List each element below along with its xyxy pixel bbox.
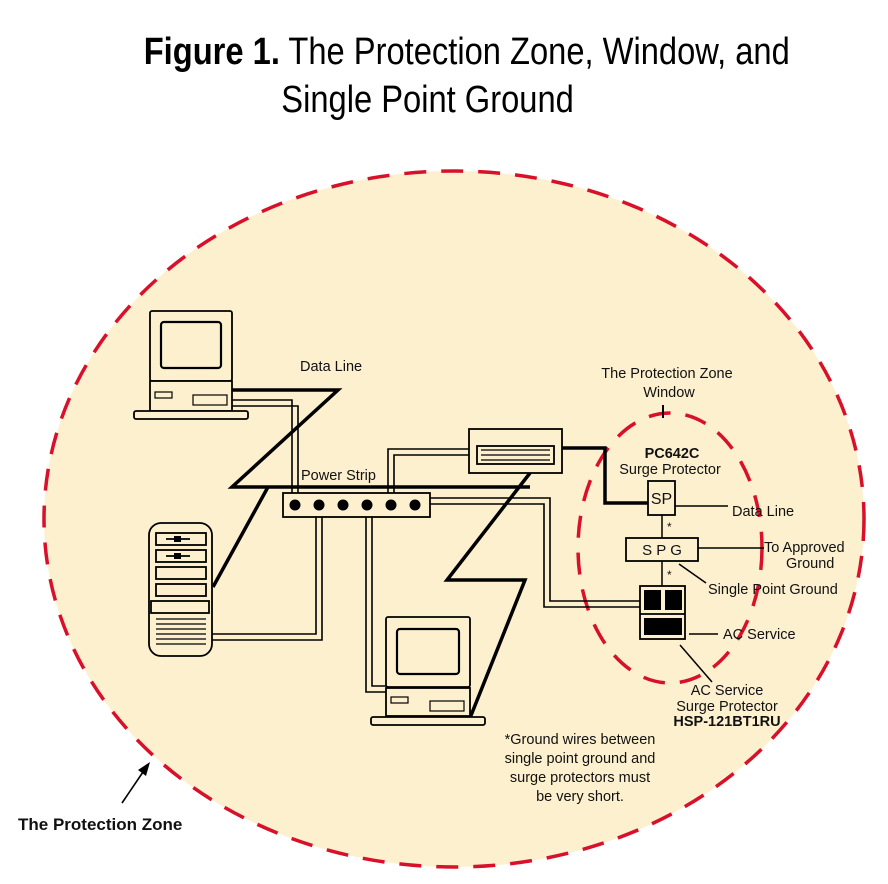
pc642c-model-label: PC642C bbox=[645, 446, 700, 462]
note-line-2: single point ground and bbox=[505, 751, 656, 767]
ac-service-label: AC Service bbox=[723, 627, 796, 643]
data-line-cable-modem bbox=[443, 471, 532, 719]
figure-title-line1: Figure 1. The Protection Zone, Window, a… bbox=[144, 28, 790, 76]
power-strip-label: Power Strip bbox=[301, 468, 376, 484]
ac-surge-protector-label-1: AC Service bbox=[691, 683, 764, 699]
tower-drive-light bbox=[174, 553, 181, 559]
power-strip bbox=[282, 492, 431, 518]
power-strip-outlet bbox=[313, 499, 325, 511]
window-label-line2: Window bbox=[643, 385, 695, 401]
computer-top-left bbox=[133, 310, 249, 420]
tower-drive-light bbox=[174, 536, 181, 542]
to-approved-ground-label-2: Ground bbox=[786, 556, 834, 572]
note-line-4: be very short. bbox=[536, 789, 624, 805]
figure-title-line2: Single Point Ground bbox=[281, 79, 574, 121]
note-line-1: *Ground wires between bbox=[505, 732, 656, 748]
power-strip-outlet bbox=[337, 499, 349, 511]
single-point-ground-pointer bbox=[678, 563, 707, 584]
spg-box-label: S P G bbox=[642, 542, 682, 559]
power-strip-outlet bbox=[361, 499, 373, 511]
asterisk-mark: * bbox=[667, 520, 672, 534]
data-line-cable bbox=[227, 388, 530, 489]
figure-label: Figure 1. bbox=[143, 31, 280, 73]
tower-computer bbox=[148, 522, 213, 657]
power-strip-outlet bbox=[289, 499, 301, 511]
protection-zone-arrow-shaft bbox=[121, 771, 144, 804]
pc642c-desc-label: Surge Protector bbox=[619, 462, 721, 478]
asterisk-mark: * bbox=[667, 568, 672, 582]
modem-to-sp-data-line bbox=[562, 446, 648, 505]
computer-bottom bbox=[370, 616, 486, 726]
power-strip-outlet bbox=[409, 499, 421, 511]
figure-title-text: The Protection Zone, Window, and bbox=[288, 31, 790, 73]
power-strip-outlet bbox=[385, 499, 397, 511]
protection-zone-arrow-head bbox=[138, 762, 150, 776]
ac-surge-protector-label-2: Surge Protector bbox=[676, 699, 778, 715]
single-point-ground-label: Single Point Ground bbox=[708, 582, 838, 598]
note-line-3: surge protectors must bbox=[510, 770, 650, 786]
sp-surge-protector-box bbox=[647, 480, 676, 516]
modem bbox=[468, 428, 563, 474]
data-line-label-left: Data Line bbox=[300, 359, 362, 375]
protection-zone-label: The Protection Zone bbox=[18, 815, 182, 834]
data-line-label-right: Data Line bbox=[732, 504, 794, 520]
ac-service-surge-protector bbox=[639, 585, 686, 640]
to-approved-ground-label-1: To Approved bbox=[764, 540, 845, 556]
protection-zone-boundary bbox=[42, 169, 866, 869]
ac-surge-protector-pointer bbox=[679, 644, 713, 683]
window-label-line1: The Protection Zone bbox=[601, 366, 732, 382]
data-line-cable-tower bbox=[211, 486, 270, 588]
sp-box-label: SP bbox=[651, 491, 672, 508]
ac-surge-protector-model: HSP-121BT1RU bbox=[673, 714, 780, 730]
